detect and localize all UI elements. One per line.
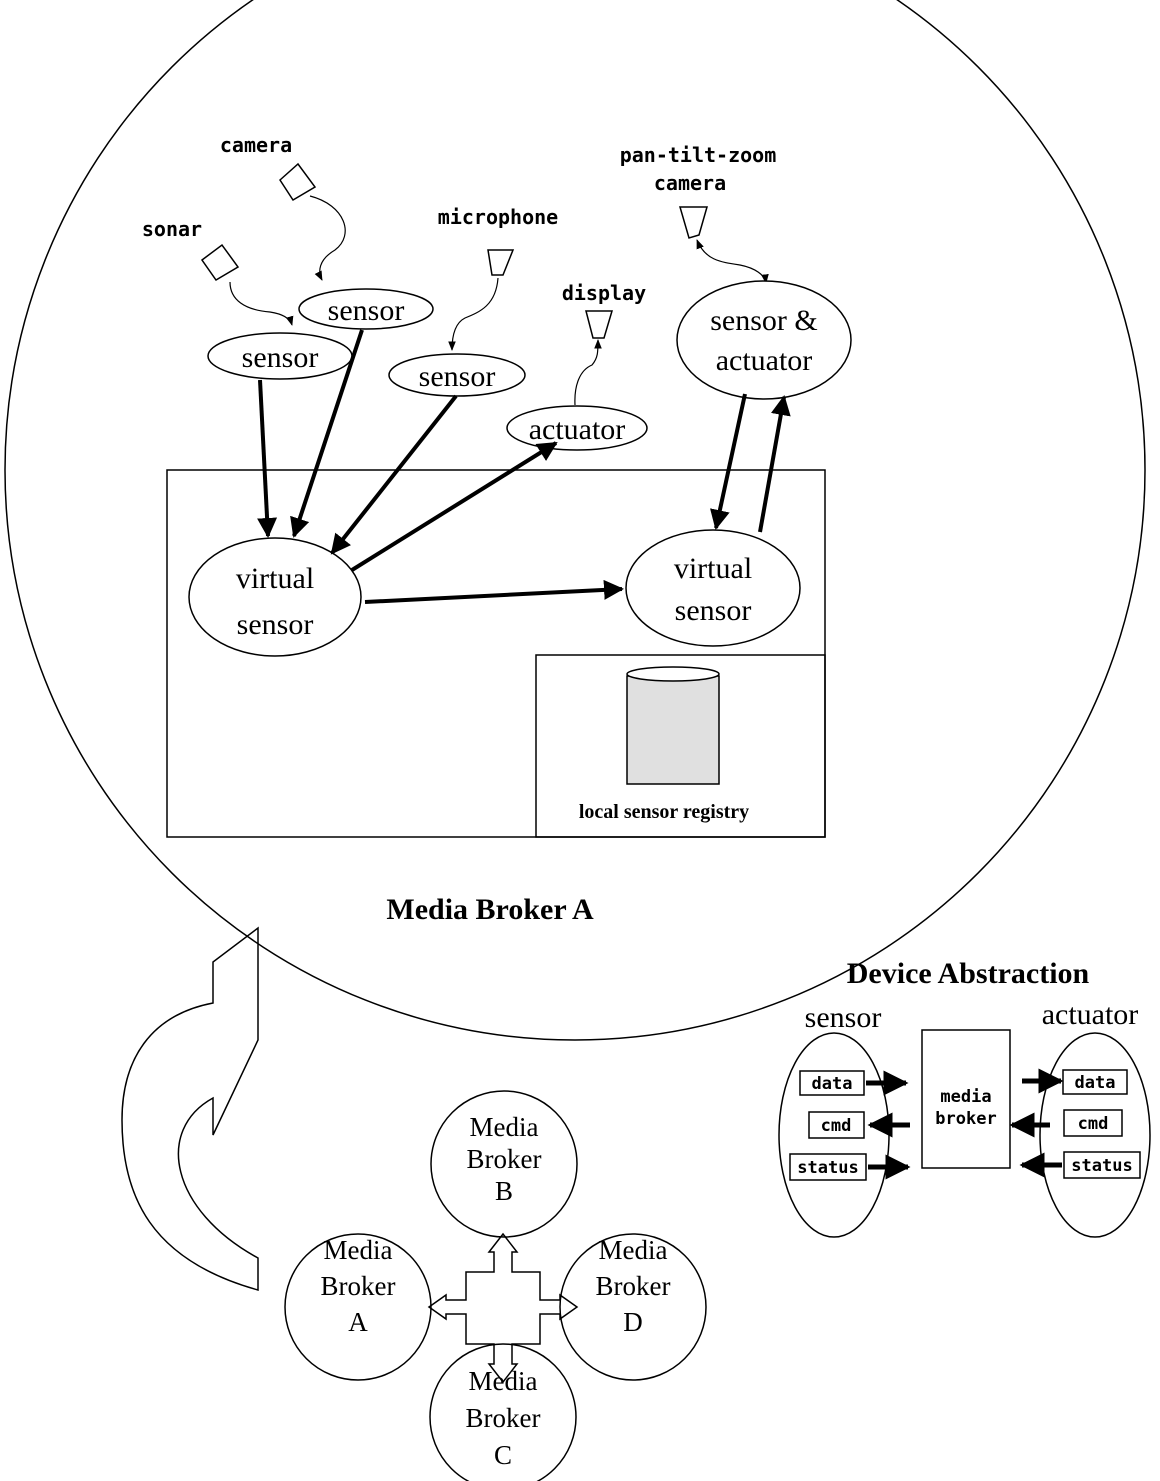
device-abstraction-sensor-label: sensor: [805, 1001, 882, 1034]
registry-box: [535, 654, 826, 838]
broker-c-line2: Broker: [466, 1403, 541, 1433]
broker-c-line1: Media: [469, 1366, 538, 1396]
ptz-camera-icon: [679, 206, 708, 239]
actuator-to-display-link: [574, 339, 602, 406]
abstraction-actuator-ellipse: [1039, 1032, 1151, 1238]
sonar-icon: [200, 243, 240, 281]
sonar-label: sonar: [142, 217, 202, 241]
broker-c-circle: [429, 1343, 577, 1481]
broker-core-box: [166, 469, 826, 838]
sensor-node-camera: [298, 288, 434, 330]
virtual-sensor-left-label-line1: virtual: [236, 562, 314, 595]
virtual-to-actuator-arrow: [350, 441, 558, 572]
broker-d-line2: Broker: [596, 1271, 671, 1301]
sensor-actuator-label-line1: sensor &: [710, 304, 818, 337]
ptz-camera-label-line1: pan-tilt-zoom: [620, 143, 777, 167]
broker-d-line1: Media: [599, 1235, 668, 1265]
display-label: display: [562, 281, 646, 305]
broker-interconnect-arrow: [427, 1232, 579, 1384]
broker-a-line1: Media: [324, 1235, 393, 1265]
zoom-callout-arrow: [121, 926, 259, 1291]
mic-sensor-to-virtual-arrow: [330, 394, 458, 555]
sensor-actuator-node: [676, 280, 852, 400]
microphone-label: microphone: [438, 205, 558, 229]
actuator-node: [506, 405, 648, 451]
abstraction-broker-label-line2: broker: [935, 1109, 996, 1129]
device-abstraction-title: Device Abstraction: [847, 957, 1090, 990]
media-broker-a-circle: [4, 0, 1146, 1041]
virtual-sensor-right: [625, 529, 801, 647]
registry-label: local sensor registry: [579, 801, 749, 823]
sensor-data-port-label: data: [812, 1074, 853, 1094]
actuator-node-label: actuator: [529, 413, 626, 446]
ptz-to-sensor-actuator-link: [696, 239, 769, 284]
actuator-cmd-port: [1063, 1109, 1123, 1137]
actuator-data-port-label: data: [1075, 1073, 1116, 1093]
virtual-sensor-right-label-line2: sensor: [675, 594, 752, 627]
broker-b-circle: [430, 1090, 578, 1238]
media-broker-a-title: Media Broker A: [386, 893, 594, 926]
broker-a-circle: [284, 1233, 432, 1381]
sensor-node-microphone-label: sensor: [419, 360, 496, 393]
broker-d-line3: D: [623, 1307, 643, 1337]
broker-a-line3: A: [348, 1307, 368, 1337]
sensor-node-camera-label: sensor: [328, 294, 405, 327]
display-icon: [585, 310, 614, 339]
actuator-cmd-port-label: cmd: [1078, 1114, 1109, 1134]
sensor-cmd-port: [808, 1111, 865, 1139]
sensor-status-port: [789, 1153, 867, 1181]
ptz-camera-label-line2: camera: [654, 171, 726, 195]
microphone-to-sensor-link: [448, 277, 499, 351]
sensor-node-microphone: [388, 353, 526, 397]
device-abstraction-actuator-label: actuator: [1042, 998, 1139, 1031]
virtual-sensor-left-label-line2: sensor: [237, 608, 314, 641]
sensor-actuator-label-line2: actuator: [716, 344, 813, 377]
virtual-sensor-left: [188, 537, 362, 657]
registry-database-top: [626, 666, 720, 682]
abstraction-broker-label-line1: media: [940, 1087, 991, 1107]
camera-to-sensor-link: [309, 195, 346, 281]
virtual-to-sensor-actuator-arrow: [758, 395, 791, 533]
camera-label: camera: [220, 133, 292, 157]
broker-b-line3: B: [495, 1176, 513, 1206]
sensor-data-port: [799, 1070, 865, 1096]
sensor-actuator-to-virtual-arrow: [710, 393, 747, 530]
broker-a-line2: Broker: [321, 1271, 396, 1301]
virtual-sensor-right-label-line1: virtual: [674, 552, 752, 585]
sensor-cmd-port-label: cmd: [821, 1116, 852, 1136]
microphone-icon: [487, 249, 515, 276]
actuator-status-port: [1063, 1151, 1141, 1179]
camera-sensor-to-virtual-arrow: [290, 329, 364, 538]
sensor-status-port-label: status: [797, 1158, 858, 1178]
broker-b-line1: Media: [470, 1112, 539, 1142]
virtual-left-to-right-arrow: [364, 579, 624, 604]
broker-d-circle: [559, 1233, 707, 1381]
abstraction-broker-box: [921, 1029, 1011, 1169]
sonar-to-sensor-link: [229, 281, 294, 326]
broker-b-line2: Broker: [467, 1144, 542, 1174]
actuator-status-port-label: status: [1071, 1156, 1132, 1176]
camera-icon: [279, 162, 317, 202]
sonar-sensor-to-virtual-arrow: [257, 379, 278, 538]
sensor-node-sonar-label: sensor: [242, 341, 319, 374]
broker-c-line3: C: [494, 1440, 512, 1470]
registry-database-icon: [626, 675, 720, 785]
